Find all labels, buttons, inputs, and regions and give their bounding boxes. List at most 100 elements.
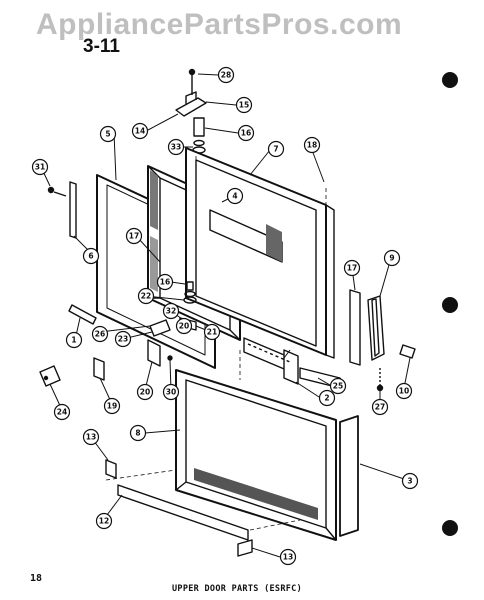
callout-circle [343,259,361,277]
callout-20: 20 [175,317,193,335]
side-trim-panel [339,415,359,537]
callout-26: 26 [91,325,109,343]
callout-number: 25 [333,382,343,391]
callout-circle [226,187,244,205]
lower-hinge-assembly [39,281,197,387]
page-number: 18 [30,573,43,584]
callout-number: 3 [407,477,412,486]
callout-number: 22 [141,292,151,301]
callout-circle [371,398,389,416]
callout-23: 23 [114,330,132,348]
callout-18: 18 [303,136,321,154]
callout-13: 13 [82,428,100,446]
callout-circle [217,66,235,84]
callout-number: 9 [389,254,394,263]
outer-door-panel [185,147,335,359]
callout-circle [99,125,117,143]
callout-circle [137,287,155,305]
callout-number: 16 [241,129,251,138]
callout-number: 24 [57,408,67,417]
callout-circle [175,317,193,335]
callout-17: 17 [343,259,361,277]
callout-number: 33 [171,143,181,152]
callout-number: 32 [166,307,176,316]
callout-number: 28 [221,71,231,80]
callout-24: 24 [53,403,71,421]
callout-circle [129,424,147,442]
callout-number: 1 [71,336,76,345]
callout-number: 17 [347,264,357,273]
callout-4: 4 [226,187,244,205]
watermark-text: AppliancePartsPros.com [36,8,403,41]
callout-circle [383,249,401,267]
callout-number: 6 [88,252,93,261]
callout-number: 4 [232,192,237,201]
callout-circle [65,331,83,349]
callout-circle [303,136,321,154]
callout-number: 23 [118,335,128,344]
screw-and-gasket-strip [47,181,77,239]
callout-13: 13 [279,548,297,566]
callout-number: 16 [160,278,170,287]
callout-6: 6 [82,247,100,265]
callout-21: 21 [203,323,221,341]
callout-25: 25 [329,377,347,395]
callout-1: 1 [65,331,83,349]
callout-32: 32 [162,302,180,320]
callout-7: 7 [267,140,285,158]
callout-number: 7 [273,145,278,154]
callout-circle [82,247,100,265]
callout-circle [235,96,253,114]
callout-number: 5 [105,130,110,139]
callout-number: 13 [283,553,293,562]
callout-circle [395,382,413,400]
binder-hole-top [442,72,458,88]
callout-circle [162,383,180,401]
callout-17: 17 [125,227,143,245]
callout-27: 27 [371,398,389,416]
callout-number: 14 [135,127,145,136]
diagram-caption: UPPER DOOR PARTS (ESRFC) [172,584,303,594]
callout-circle [95,512,113,530]
handle-assembly [349,289,385,366]
callout-number: 18 [307,141,317,150]
callout-circle [103,397,121,415]
callout-5: 5 [99,125,117,143]
callout-circle [136,383,154,401]
door-liner [243,337,299,385]
callout-15: 15 [235,96,253,114]
callout-16: 16 [237,124,255,142]
callout-30: 30 [162,383,180,401]
callout-circle [329,377,347,395]
callout-number: 31 [35,163,45,172]
callout-circle [267,140,285,158]
callout-16: 16 [156,273,174,291]
callout-number: 12 [99,517,109,526]
callout-number: 27 [375,403,385,412]
callout-14: 14 [131,122,149,140]
callout-number: 10 [399,387,409,396]
callout-12: 12 [95,512,113,530]
callout-circle [203,323,221,341]
shim [399,344,416,359]
top-hinge-assembly [175,68,207,154]
callout-circle [114,330,132,348]
callout-circle [237,124,255,142]
callout-number: 30 [166,388,176,397]
page-reference: 3-11 [83,36,120,57]
callout-number: 2 [324,394,329,403]
callout-number: 19 [107,402,117,411]
callout-circle [167,138,185,156]
callout-number: 26 [95,330,105,339]
callout-22: 22 [137,287,155,305]
callout-circle [131,122,149,140]
callout-number: 20 [179,322,189,331]
callout-number: 13 [86,433,96,442]
callout-circle [318,389,336,407]
callout-circle [31,158,49,176]
callout-circle [162,302,180,320]
callout-3: 3 [401,472,419,490]
callout-number: 8 [135,429,140,438]
callout-circle [156,273,174,291]
